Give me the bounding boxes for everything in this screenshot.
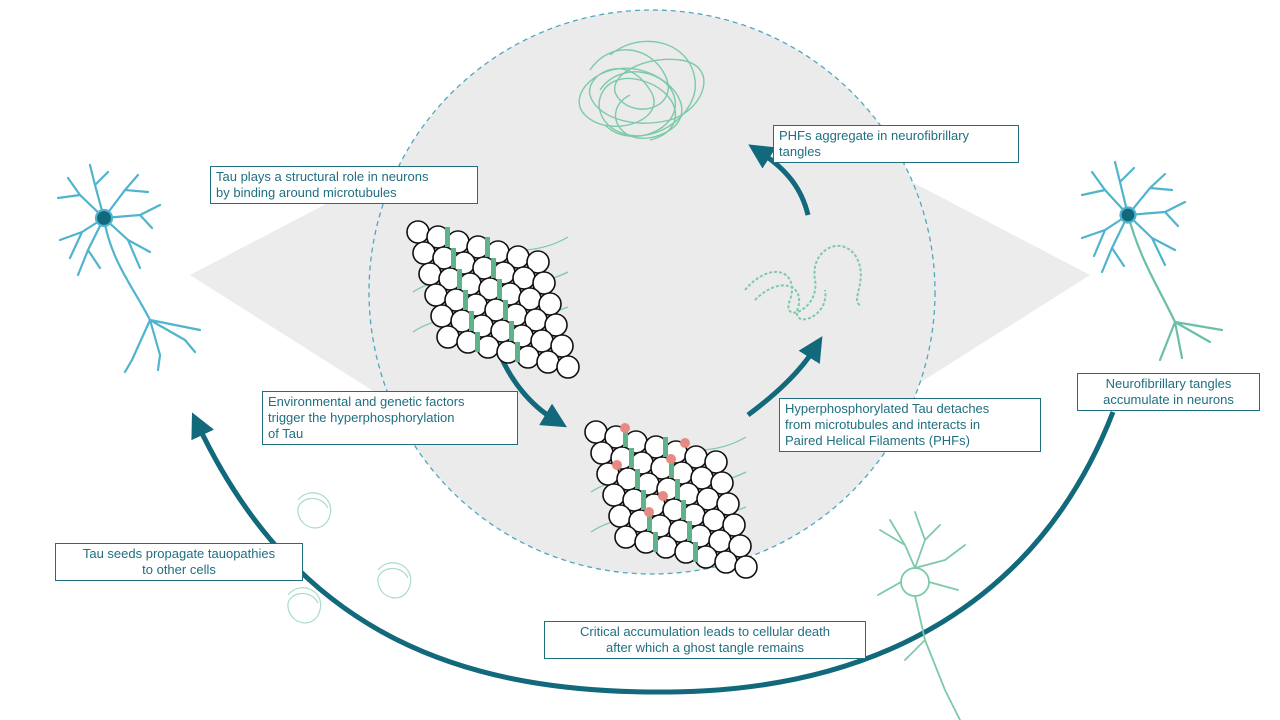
label-critical-accumulation: Critical accumulation leads to cellular … bbox=[544, 621, 866, 659]
tau-seed-icon bbox=[287, 492, 412, 624]
label-line: accumulate in neurons bbox=[1103, 392, 1234, 407]
tubulin-subunit bbox=[714, 550, 738, 574]
tau-band bbox=[451, 248, 456, 268]
tubulin-subunit bbox=[430, 304, 454, 328]
tau-band bbox=[503, 300, 508, 320]
tau-band bbox=[635, 469, 640, 489]
label-line: trigger the hyperphosphorylation bbox=[268, 410, 455, 425]
label-line: Tau plays a structural role in neurons bbox=[216, 169, 429, 184]
tubulin-subunit bbox=[436, 325, 460, 349]
tau-band bbox=[675, 479, 680, 499]
tubulin-subunit bbox=[590, 441, 614, 465]
tubulin-subunit bbox=[602, 483, 626, 507]
label-line: tangles bbox=[779, 144, 821, 159]
tubulin-subunit bbox=[476, 335, 500, 359]
tubulin-subunit bbox=[734, 555, 758, 579]
tau-band bbox=[693, 542, 698, 562]
tau-band bbox=[669, 458, 674, 478]
tubulin-subunit bbox=[614, 525, 638, 549]
label-tau-seeds: Tau seeds propagate tauopathies to other… bbox=[55, 543, 303, 581]
tau-band bbox=[663, 437, 668, 457]
label-nft-accumulate: Neurofibrillary tangles accumulate in ne… bbox=[1077, 373, 1260, 411]
tubulin-subunit bbox=[412, 241, 436, 265]
phosphate-group bbox=[612, 460, 622, 470]
phosphorylated-microtubule-icon bbox=[584, 420, 758, 579]
label-line: by binding around microtubules bbox=[216, 185, 397, 200]
label-structural-role: Tau plays a structural role in neurons b… bbox=[210, 166, 478, 204]
tubulin-subunit bbox=[694, 545, 718, 569]
tau-band bbox=[475, 332, 480, 352]
tangle-icon bbox=[578, 40, 705, 141]
tubulin-subunit bbox=[654, 535, 678, 559]
neuron-icon bbox=[56, 163, 202, 374]
tau-band bbox=[457, 269, 462, 289]
tau-band bbox=[485, 237, 490, 257]
label-line: from microtubules and interacts in bbox=[785, 417, 981, 432]
tau-band bbox=[641, 490, 646, 510]
label-line: Neurofibrillary tangles bbox=[1105, 376, 1232, 391]
tau-band bbox=[653, 532, 658, 552]
tau-band bbox=[623, 427, 628, 447]
tubulin-subunit bbox=[556, 355, 580, 379]
tubulin-subunit bbox=[516, 345, 540, 369]
tau-band bbox=[469, 311, 474, 331]
tau-band bbox=[491, 258, 496, 278]
phosphate-group bbox=[620, 423, 630, 433]
neuron-icon bbox=[1080, 160, 1224, 362]
label-phf-aggregate: PHFs aggregate in neurofibrillary tangle… bbox=[773, 125, 1019, 163]
ghost-neuron-icon bbox=[877, 511, 966, 720]
arrow-to-phf bbox=[746, 336, 823, 418]
phosphate-group bbox=[666, 454, 676, 464]
tau-band bbox=[629, 448, 634, 468]
outer-cycle-arrow bbox=[191, 411, 1116, 695]
tau-band bbox=[681, 500, 686, 520]
tau-band bbox=[463, 290, 468, 310]
tau-band bbox=[515, 342, 520, 362]
label-hyperphosphorylated: Hyperphosphorylated Tau detaches from mi… bbox=[779, 398, 1041, 452]
label-line: Environmental and genetic factors bbox=[268, 394, 465, 409]
label-line: after which a ghost tangle remains bbox=[606, 640, 804, 655]
microtubule-icon bbox=[406, 220, 580, 379]
tubulin-subunit bbox=[418, 262, 442, 286]
label-line: Paired Helical Filaments (PHFs) bbox=[785, 433, 970, 448]
tau-band bbox=[509, 321, 514, 341]
arrow-to-tangle bbox=[748, 144, 811, 216]
tubulin-subunit bbox=[608, 504, 632, 528]
tau-band bbox=[497, 279, 502, 299]
phosphate-group bbox=[644, 507, 654, 517]
tau-band bbox=[647, 511, 652, 531]
label-line: Hyperphosphorylated Tau detaches bbox=[785, 401, 990, 416]
tubulin-subunit bbox=[424, 283, 448, 307]
tau-band bbox=[445, 227, 450, 247]
label-line: Tau seeds propagate tauopathies bbox=[82, 546, 276, 561]
label-line: PHFs aggregate in neurofibrillary bbox=[779, 128, 970, 143]
tubulin-subunit bbox=[406, 220, 430, 244]
tubulin-subunit bbox=[536, 350, 560, 374]
phf-filament-icon bbox=[744, 244, 862, 321]
phosphate-group bbox=[680, 438, 690, 448]
label-line: of Tau bbox=[268, 426, 304, 441]
label-line: to other cells bbox=[142, 562, 216, 577]
label-environmental-factors: Environmental and genetic factors trigge… bbox=[262, 391, 518, 445]
label-line: Critical accumulation leads to cellular … bbox=[579, 624, 830, 639]
tau-band bbox=[687, 521, 692, 541]
tubulin-subunit bbox=[584, 420, 608, 444]
phosphate-group bbox=[658, 491, 668, 501]
